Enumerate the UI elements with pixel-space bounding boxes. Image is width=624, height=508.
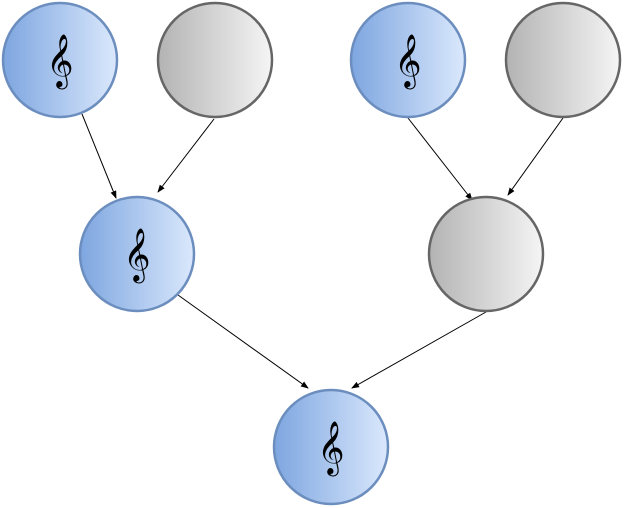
edges (81, 113, 564, 389)
node-top-3: 𝄞 (349, 1, 467, 119)
edge-top-1-to-mid-1 (81, 113, 117, 199)
node-top-2 (156, 1, 274, 119)
edge-mid-2-to-bottom (351, 311, 487, 389)
edge-top-3-to-mid-2 (407, 117, 473, 201)
node-top-1: 𝄞 (1, 1, 119, 119)
node-bottom: 𝄞 (272, 388, 390, 506)
edge-mid-1-to-bottom (177, 294, 309, 389)
treble-clef-icon: 𝄞 (123, 227, 150, 283)
treble-clef-icon: 𝄞 (317, 420, 344, 476)
treble-clef-icon: 𝄞 (46, 33, 73, 89)
node-mid-1: 𝄞 (78, 195, 196, 313)
treble-clef-icon: 𝄞 (394, 33, 421, 89)
edge-top-4-to-mid-2 (507, 117, 564, 196)
node-top-4 (504, 1, 622, 119)
edge-top-2-to-mid-1 (157, 118, 215, 193)
node-mid-2 (427, 195, 545, 313)
